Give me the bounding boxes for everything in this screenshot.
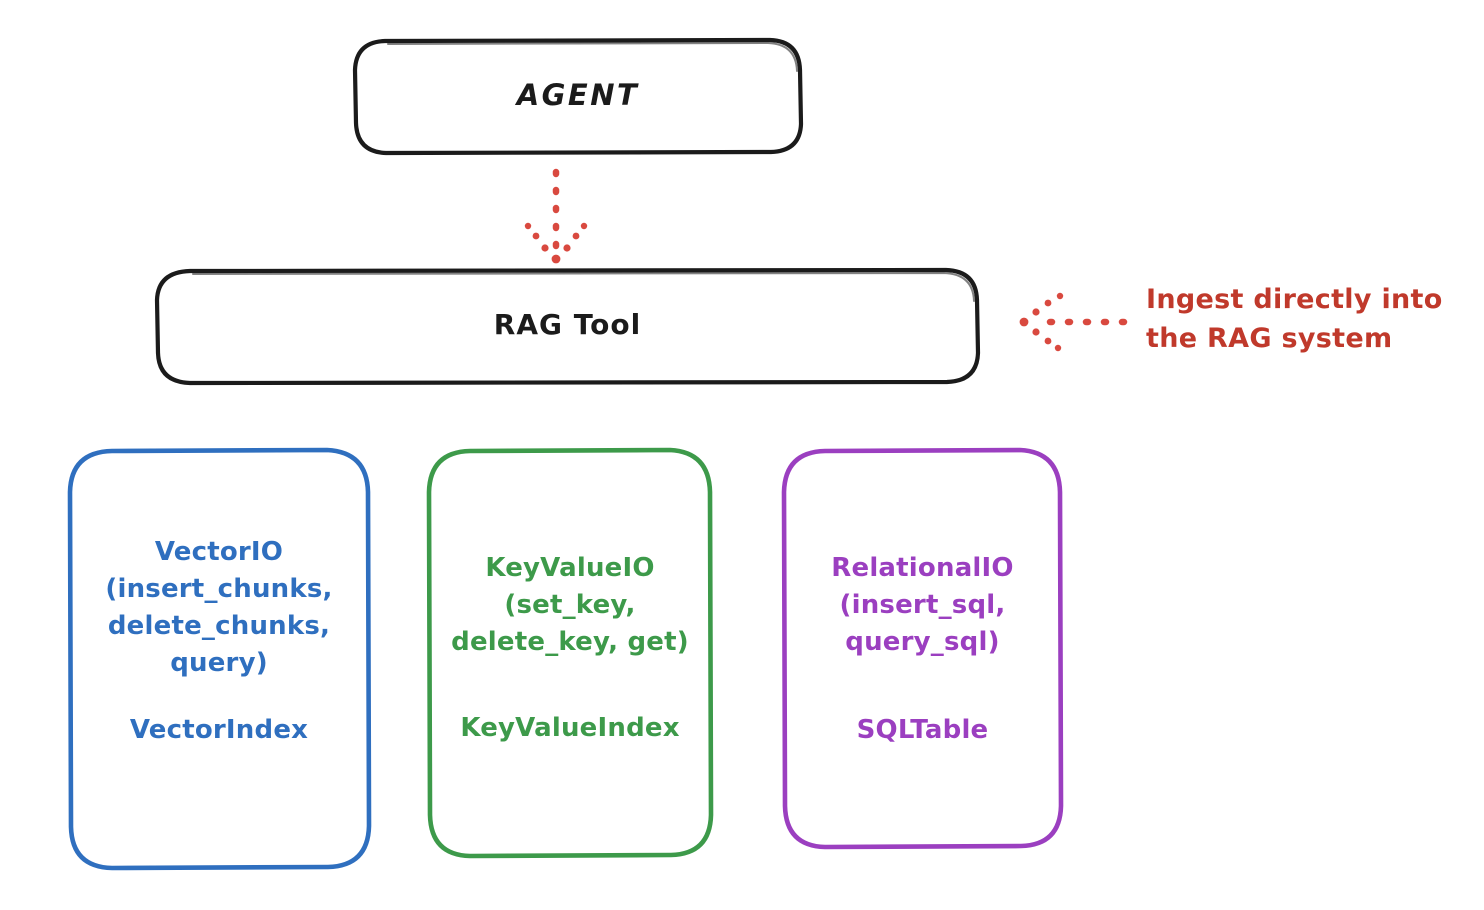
relational-io-node-shape[interactable] <box>781 447 1064 850</box>
vector-io-node-shape[interactable] <box>67 447 372 871</box>
agent-to-rag-arrow <box>524 168 588 264</box>
agent-node-shape[interactable] <box>352 37 804 156</box>
rag-tool-node-shape[interactable] <box>154 267 981 386</box>
ingest-arrow <box>1019 292 1140 352</box>
ingest-annotation-label: Ingest directly into the RAG system <box>1146 284 1443 355</box>
keyvalue-io-node-shape[interactable] <box>426 447 714 859</box>
